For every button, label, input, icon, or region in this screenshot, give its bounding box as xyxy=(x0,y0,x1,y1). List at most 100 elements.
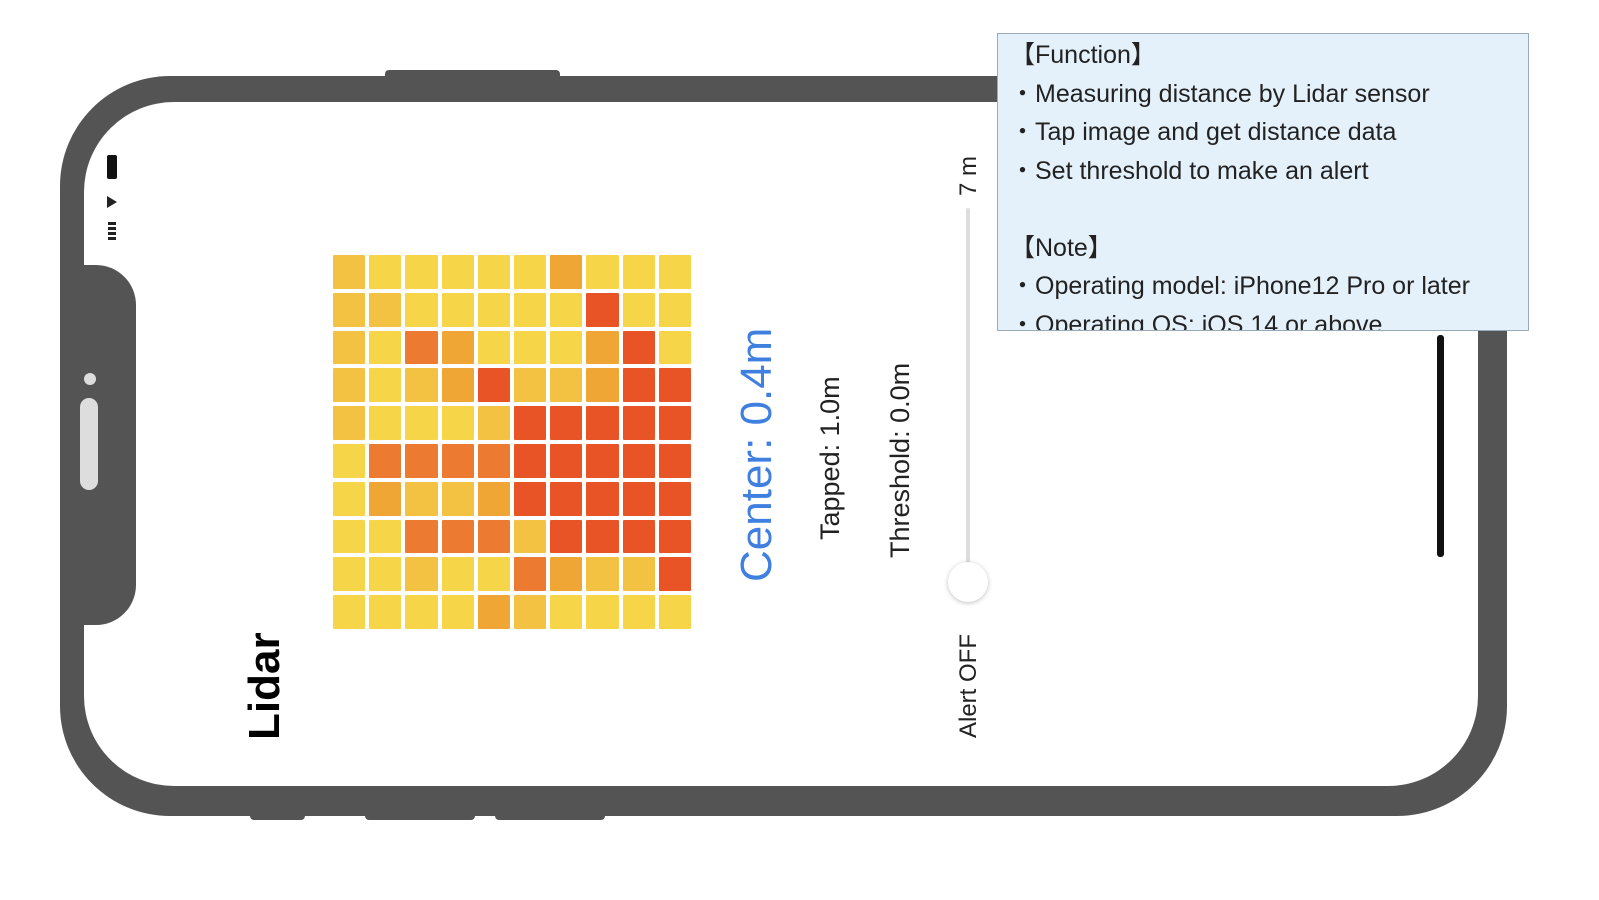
heatmap-cell[interactable] xyxy=(550,557,583,592)
heatmap-cell[interactable] xyxy=(586,292,619,327)
heatmap-cell[interactable] xyxy=(333,519,366,554)
heatmap-cell[interactable] xyxy=(441,557,474,592)
heatmap-cell[interactable] xyxy=(586,443,619,478)
heatmap-cell[interactable] xyxy=(550,330,583,365)
heatmap-cell[interactable] xyxy=(369,481,402,516)
heatmap-cell[interactable] xyxy=(622,330,655,365)
heatmap-cell[interactable] xyxy=(550,406,583,440)
heatmap-cell[interactable] xyxy=(405,368,438,403)
heatmap-cell[interactable] xyxy=(369,443,402,478)
heatmap-cell[interactable] xyxy=(477,292,510,327)
heatmap-cell[interactable] xyxy=(550,481,583,516)
heatmap-cell[interactable] xyxy=(658,595,691,629)
heatmap-cell[interactable] xyxy=(405,330,438,365)
heatmap-cell[interactable] xyxy=(514,368,547,403)
heatmap-cell[interactable] xyxy=(333,557,366,592)
heatmap-cell[interactable] xyxy=(333,406,366,440)
heatmap-cell[interactable] xyxy=(622,443,655,478)
threshold-slider-track[interactable] xyxy=(966,208,970,578)
heatmap-cell[interactable] xyxy=(658,557,691,592)
heatmap-cell[interactable] xyxy=(441,443,474,478)
heatmap-cell[interactable] xyxy=(369,368,402,403)
heatmap-cell[interactable] xyxy=(441,595,474,629)
heatmap-cell[interactable] xyxy=(586,330,619,365)
heatmap-cell[interactable] xyxy=(514,406,547,440)
heatmap-cell[interactable] xyxy=(405,292,438,327)
heatmap-cell[interactable] xyxy=(477,406,510,440)
heatmap-cell[interactable] xyxy=(658,443,691,478)
heatmap-cell[interactable] xyxy=(550,292,583,327)
heatmap-cell[interactable] xyxy=(477,557,510,592)
heatmap-cell[interactable] xyxy=(333,368,366,403)
depth-heatmap[interactable] xyxy=(333,255,691,629)
heatmap-cell[interactable] xyxy=(477,330,510,365)
heatmap-cell[interactable] xyxy=(441,330,474,365)
heatmap-cell[interactable] xyxy=(586,519,619,554)
heatmap-cell[interactable] xyxy=(477,481,510,516)
heatmap-cell[interactable] xyxy=(441,292,474,327)
heatmap-cell[interactable] xyxy=(658,519,691,554)
heatmap-cell[interactable] xyxy=(333,595,366,629)
heatmap-cell[interactable] xyxy=(333,330,366,365)
heatmap-cell[interactable] xyxy=(405,406,438,440)
heatmap-cell[interactable] xyxy=(405,595,438,629)
heatmap-cell[interactable] xyxy=(514,443,547,478)
heatmap-cell[interactable] xyxy=(622,292,655,327)
heatmap-cell[interactable] xyxy=(622,406,655,440)
heatmap-cell[interactable] xyxy=(477,595,510,629)
heatmap-cell[interactable] xyxy=(369,330,402,365)
heatmap-cell[interactable] xyxy=(658,255,691,289)
heatmap-cell[interactable] xyxy=(514,519,547,554)
heatmap-cell[interactable] xyxy=(658,481,691,516)
threshold-slider-knob[interactable] xyxy=(948,562,988,602)
heatmap-cell[interactable] xyxy=(369,255,402,289)
heatmap-cell[interactable] xyxy=(586,481,619,516)
heatmap-cell[interactable] xyxy=(441,406,474,440)
heatmap-cell[interactable] xyxy=(550,368,583,403)
heatmap-cell[interactable] xyxy=(586,595,619,629)
heatmap-cell[interactable] xyxy=(622,368,655,403)
heatmap-cell[interactable] xyxy=(405,481,438,516)
heatmap-cell[interactable] xyxy=(405,557,438,592)
heatmap-cell[interactable] xyxy=(658,330,691,365)
heatmap-cell[interactable] xyxy=(333,292,366,327)
heatmap-cell[interactable] xyxy=(369,292,402,327)
heatmap-cell[interactable] xyxy=(333,255,366,289)
heatmap-cell[interactable] xyxy=(586,557,619,592)
heatmap-cell[interactable] xyxy=(369,595,402,629)
heatmap-cell[interactable] xyxy=(550,595,583,629)
heatmap-cell[interactable] xyxy=(514,595,547,629)
heatmap-cell[interactable] xyxy=(658,368,691,403)
heatmap-cell[interactable] xyxy=(550,443,583,478)
heatmap-cell[interactable] xyxy=(369,557,402,592)
heatmap-cell[interactable] xyxy=(477,255,510,289)
heatmap-cell[interactable] xyxy=(441,368,474,403)
heatmap-cell[interactable] xyxy=(405,255,438,289)
heatmap-cell[interactable] xyxy=(369,406,402,440)
heatmap-cell[interactable] xyxy=(514,557,547,592)
heatmap-cell[interactable] xyxy=(369,519,402,554)
heatmap-cell[interactable] xyxy=(333,443,366,478)
heatmap-cell[interactable] xyxy=(405,443,438,478)
heatmap-cell[interactable] xyxy=(441,519,474,554)
heatmap-cell[interactable] xyxy=(622,595,655,629)
heatmap-cell[interactable] xyxy=(622,519,655,554)
heatmap-cell[interactable] xyxy=(514,292,547,327)
heatmap-cell[interactable] xyxy=(477,443,510,478)
heatmap-cell[interactable] xyxy=(622,255,655,289)
heatmap-cell[interactable] xyxy=(477,519,510,554)
heatmap-cell[interactable] xyxy=(441,481,474,516)
heatmap-cell[interactable] xyxy=(405,519,438,554)
heatmap-cell[interactable] xyxy=(658,292,691,327)
heatmap-cell[interactable] xyxy=(441,255,474,289)
heatmap-cell[interactable] xyxy=(550,255,583,289)
heatmap-cell[interactable] xyxy=(586,368,619,403)
heatmap-cell[interactable] xyxy=(550,519,583,554)
heatmap-cell[interactable] xyxy=(622,481,655,516)
heatmap-cell[interactable] xyxy=(586,406,619,440)
heatmap-cell[interactable] xyxy=(477,368,510,403)
heatmap-cell[interactable] xyxy=(658,406,691,440)
heatmap-cell[interactable] xyxy=(514,481,547,516)
heatmap-cell[interactable] xyxy=(622,557,655,592)
heatmap-cell[interactable] xyxy=(514,330,547,365)
